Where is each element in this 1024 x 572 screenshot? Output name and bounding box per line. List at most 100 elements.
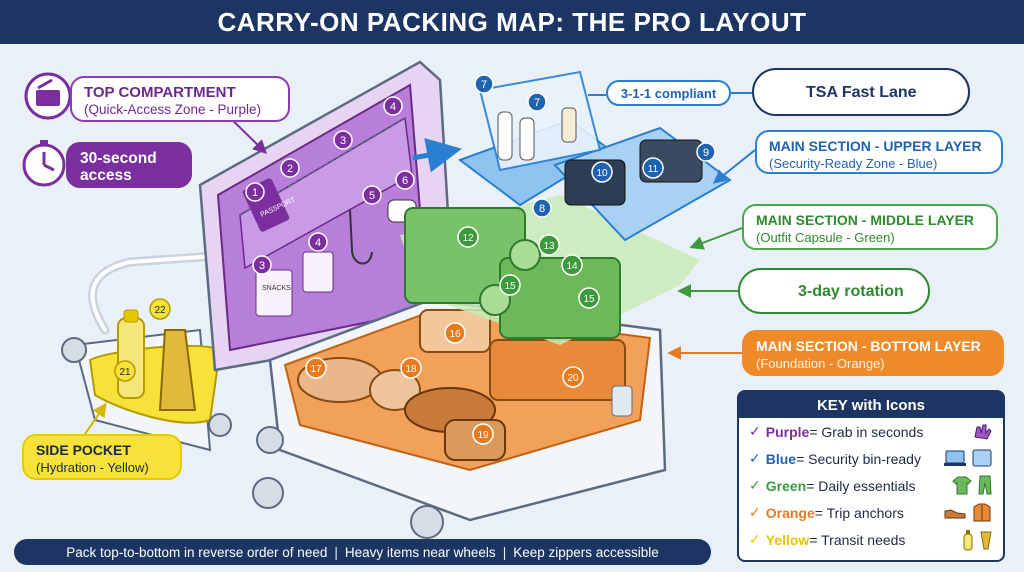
key-row-blue: ✓ Blue = Security bin-ready: [739, 445, 1003, 472]
cable-icon: [349, 209, 373, 265]
key-color-name: Orange: [765, 504, 815, 521]
snacks-label: SNACKS: [262, 285, 291, 292]
bottom-layer-title: MAIN SECTION - BOTTOM LAYER: [756, 338, 981, 354]
folded-shirt-icon: [499, 257, 621, 339]
badge-2: 2: [280, 158, 300, 178]
tips-footer: Pack top-to-bottom in reverse order of n…: [14, 539, 711, 565]
badge-13: 13: [538, 234, 560, 256]
tsa-label: TSA Fast Lane: [806, 83, 917, 101]
check-icon: ✓: [749, 504, 761, 520]
thirty-second-callout: 30-second access: [66, 142, 192, 188]
tablet-icon: [972, 449, 992, 467]
check-icon: ✓: [749, 477, 761, 493]
middle-layer-subtitle: (Outfit Capsule - Green): [756, 230, 895, 245]
top-compartment-callout: TOP COMPARTMENT (Quick-Access Zone - Pur…: [70, 76, 290, 122]
snacks-item: [255, 269, 293, 317]
badge-14: 14: [561, 254, 583, 276]
badge-3b: 3: [252, 255, 272, 275]
badge-18: 18: [400, 357, 422, 379]
badge-15: 15: [499, 274, 521, 296]
upper-layer-subtitle: (Security-Ready Zone - Blue): [769, 156, 938, 171]
jacket-item: [489, 339, 626, 401]
rotation-label: 3-day rotation: [798, 282, 904, 300]
key-title: KEY with Icons: [739, 392, 1003, 418]
key-color-name: Yellow: [765, 531, 810, 548]
liquid-bottle-icon: [497, 111, 513, 161]
umbrella-icon: [980, 531, 992, 550]
wheel-icon: [410, 505, 444, 539]
badge-21: 21: [114, 360, 136, 382]
top-compartment-icon: [24, 72, 72, 120]
badge-10: 10: [591, 161, 613, 183]
shirt-icon: [952, 476, 972, 495]
svg-text:5: 5: [369, 190, 375, 202]
svg-text:21: 21: [119, 367, 131, 378]
svg-text:1: 1: [252, 187, 258, 199]
badge-9: 9: [696, 142, 716, 162]
number-badges: 1 2 3 4 5 6 3 4 7 7 8 9 10 11 12 13 14 1…: [114, 74, 716, 445]
jacket-icon: [973, 503, 991, 522]
key-desc: = Grab in seconds: [809, 423, 924, 440]
bottle-icon: [963, 530, 973, 551]
pants-icon: [978, 475, 992, 495]
svg-text:9: 9: [703, 147, 709, 159]
badge-15b: 15: [578, 287, 600, 309]
key-color-name: Green: [765, 477, 807, 494]
svg-text:22: 22: [154, 305, 166, 316]
top-compartment-subtitle: (Quick-Access Zone - Purple): [84, 102, 262, 117]
key-row-green: ✓ Green = Daily essentials: [739, 472, 1003, 499]
svg-text:19: 19: [477, 430, 489, 441]
svg-text:6: 6: [402, 175, 408, 187]
middle-layer-title: MAIN SECTION - MIDDLE LAYER: [756, 212, 975, 228]
badge-4b: 4: [308, 232, 328, 252]
suitcase-illustration: PASSPORT SNACKS: [22, 60, 960, 539]
badge-12: 12: [457, 226, 479, 248]
bottom-layer-subtitle: (Foundation - Orange): [756, 356, 885, 371]
check-icon: ✓: [749, 423, 761, 439]
color-key: KEY with Icons ✓ Purple = Grab in second…: [737, 390, 1005, 562]
rotation-callout: 3-day rotation: [738, 268, 930, 314]
svg-text:20: 20: [567, 373, 579, 384]
key-row-orange: ✓ Orange = Trip anchors: [739, 499, 1003, 526]
top-compartment-title: TOP COMPARTMENT: [84, 84, 236, 101]
check-icon: ✓: [749, 450, 761, 466]
badge-8: 8: [532, 198, 552, 218]
badge-7b: 7: [527, 92, 547, 112]
compliant-callout: 3-1-1 compliant: [606, 80, 731, 106]
svg-text:18: 18: [405, 364, 417, 375]
upper-layer-blue: [457, 70, 732, 242]
svg-text:7: 7: [534, 97, 540, 109]
badge-19: 19: [472, 423, 494, 445]
svg-text:11: 11: [648, 164, 659, 175]
svg-text:10: 10: [596, 168, 608, 179]
key-color-name: Blue: [765, 450, 797, 467]
compliant-label: 3-1-1 compliant: [620, 85, 717, 101]
badge-4: 4: [383, 96, 403, 116]
lid-top-compartment: PASSPORT SNACKS: [198, 60, 457, 372]
key-desc: = Daily essentials: [806, 477, 916, 494]
svg-text:17: 17: [310, 364, 322, 375]
umbrella-icon: [158, 329, 197, 411]
upper-layer-title: MAIN SECTION - UPPER LAYER: [769, 138, 982, 154]
key-row-purple: ✓ Purple = Grab in seconds: [739, 418, 1003, 445]
tip-3: Keep zippers accessible: [513, 544, 659, 560]
badge-16: 16: [444, 322, 466, 344]
key-desc: = Security bin-ready: [796, 450, 921, 467]
badge-22: 22: [149, 298, 171, 320]
stopwatch-icon: [22, 140, 66, 187]
thirty-second-line1: 30-second: [80, 150, 157, 167]
key-desc: = Trip anchors: [814, 504, 904, 521]
middle-layer-callout: MAIN SECTION - MIDDLE LAYER (Outfit Caps…: [742, 204, 998, 250]
svg-text:2: 2: [287, 163, 293, 175]
tip-2: Heavy items near wheels: [344, 544, 496, 560]
svg-text:14: 14: [566, 261, 578, 272]
tip-separator: |: [502, 544, 507, 560]
upper-layer-callout: MAIN SECTION - UPPER LAYER (Security-Rea…: [755, 130, 1003, 174]
svg-text:15: 15: [504, 281, 516, 292]
svg-text:12: 12: [462, 233, 474, 244]
water-bottle-icon: [117, 317, 145, 399]
svg-text:3: 3: [259, 260, 265, 272]
svg-text:8: 8: [539, 203, 545, 215]
badge-5: 5: [362, 185, 382, 205]
bottom-layer-callout: MAIN SECTION - BOTTOM LAYER (Foundation …: [742, 330, 1004, 376]
